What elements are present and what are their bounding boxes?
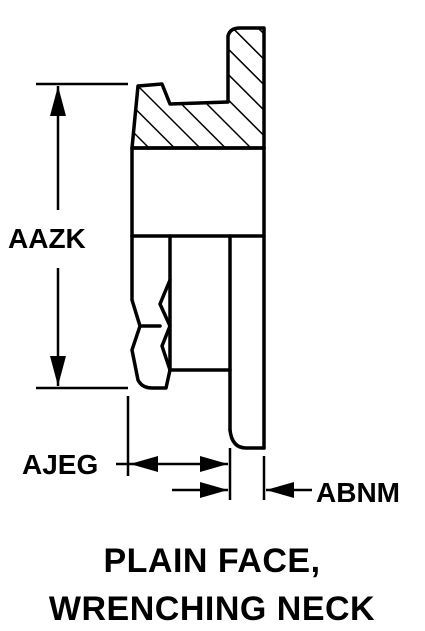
arrow-left-icon (266, 482, 294, 498)
arrow-right-icon (200, 482, 228, 498)
abnm-dimension (172, 456, 312, 500)
abnm-label: ABNM (316, 477, 400, 508)
caption-line-1: PLAIN FACE, (103, 542, 320, 580)
hex-neck (130, 234, 172, 390)
hatched-section (130, 26, 266, 150)
caption-line-2: WRENCHING NECK (49, 590, 375, 628)
ajeg-dimension (116, 396, 232, 500)
aazk-label: AAZK (8, 223, 86, 254)
ajeg-label: AJEG (22, 449, 98, 480)
arrow-up-icon (50, 86, 66, 116)
aazk-dimension (36, 82, 128, 390)
arrow-left-icon (130, 456, 158, 472)
arrow-right-icon (200, 456, 228, 472)
arrow-down-icon (50, 356, 66, 386)
fitting-body (130, 146, 266, 450)
